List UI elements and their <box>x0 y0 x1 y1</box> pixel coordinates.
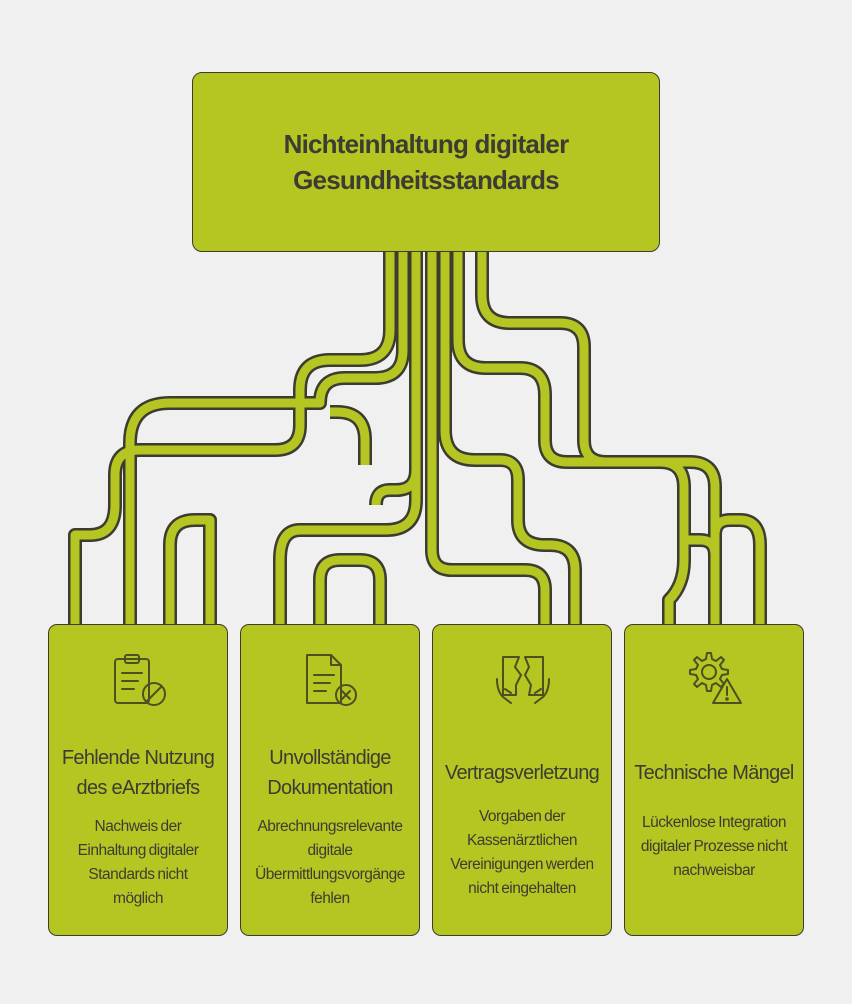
connector-path <box>68 245 397 628</box>
card-desc-line: digitale <box>307 842 353 859</box>
card-description: Vorgaben der Kassenärztlichen Vereinigun… <box>433 805 611 901</box>
card-desc-line: Nachweis der <box>94 818 182 835</box>
card-dokumentation: Unvollständige Dokumentation Abrechnungs… <box>240 624 420 936</box>
card-desc-line: digitaler Prozesse nicht <box>640 838 788 855</box>
root-issue-box: Nichteinhaltung digitaler Gesundheitssta… <box>192 72 660 252</box>
card-title-line: Unvollständige <box>269 747 391 769</box>
card-desc-line: nicht eingehalten <box>468 880 576 897</box>
document-x-icon <box>306 654 357 706</box>
card-description: Abrechnungsrelevante digitale Übermittlu… <box>241 815 419 911</box>
card-title-line: Fehlende Nutzung <box>61 747 215 769</box>
root-title-line: Nichteinhaltung digitaler <box>283 129 570 159</box>
card-desc-line: Übermittlungsvorgänge <box>255 866 405 883</box>
card-description: Nachweis der Einhaltung digitaler Standa… <box>49 815 227 911</box>
clipboard-blocked-icon <box>114 654 166 706</box>
card-vertragsverletzung: Vertragsverletzung Vorgaben der Kassenär… <box>432 624 612 936</box>
card-technische-maengel: Technische Mängel Lückenlose Integration… <box>624 624 804 936</box>
connector-path <box>163 513 217 628</box>
card-desc-line: Kassenärztlichen <box>466 832 578 849</box>
card-desc-line: Vereinigungen werden <box>450 856 594 873</box>
card-desc-line: möglich <box>113 890 163 907</box>
torn-contract-icon <box>496 656 550 704</box>
root-title-line: Gesundheitsstandards <box>293 165 560 195</box>
card-desc-line: fehlen <box>310 890 350 907</box>
connector-path <box>313 553 387 628</box>
card-earztbrief: Fehlende Nutzung des eArztbriefs Nachwei… <box>48 624 228 936</box>
gear-warning-icon <box>689 652 742 704</box>
card-desc-line: Lückenlose Integration <box>642 814 786 831</box>
card-title-line: Technische Mängel <box>634 762 794 784</box>
card-description: Lückenlose Integration digitaler Prozess… <box>625 811 803 883</box>
card-desc-line: Einhaltung digitaler <box>77 842 199 859</box>
card-title: Fehlende Nutzung des eArztbriefs <box>49 743 227 803</box>
card-title: Unvollständige Dokumentation <box>241 743 419 803</box>
card-title-line: Vertragsverletzung <box>444 762 600 784</box>
card-title: Vertragsverletzung <box>433 743 611 803</box>
root-issue-title: Nichteinhaltung digitaler Gesundheitssta… <box>244 126 609 198</box>
card-title-line: des eArztbriefs <box>76 777 201 799</box>
card-title-line: Dokumentation <box>267 777 393 799</box>
card-desc-line: Standards nicht <box>88 866 188 883</box>
card-desc-line: Vorgaben der <box>478 808 566 825</box>
card-title: Technische Mängel <box>625 743 803 803</box>
card-desc-line: Abrechnungsrelevante <box>257 818 403 835</box>
card-desc-line: nachweisbar <box>673 862 755 879</box>
